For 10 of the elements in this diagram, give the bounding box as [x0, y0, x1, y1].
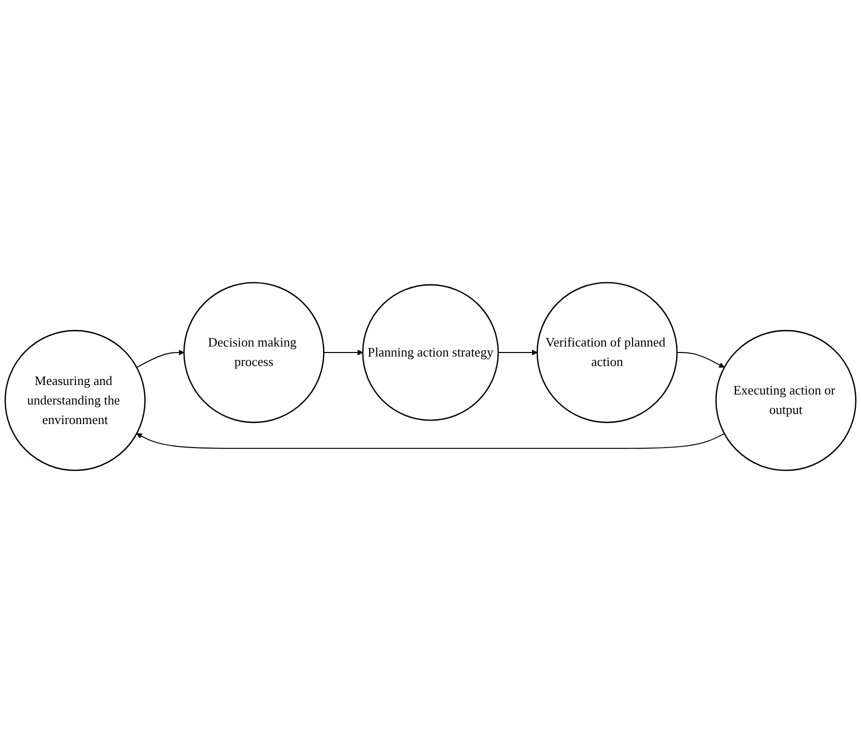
- arrow: [136, 433, 725, 449]
- arrow: [323, 350, 364, 356]
- arrow: [676, 352, 725, 368]
- node-circle: Planning action strategy: [362, 284, 499, 421]
- arrow: [498, 350, 538, 356]
- arrow: [136, 350, 184, 368]
- node-circle: Decision making process: [183, 282, 324, 424]
- node-circle: Executing action or output: [715, 330, 856, 472]
- node-circle: Measuring and understanding the environment: [4, 330, 146, 472]
- node-circle: Verification of planned action: [536, 282, 678, 424]
